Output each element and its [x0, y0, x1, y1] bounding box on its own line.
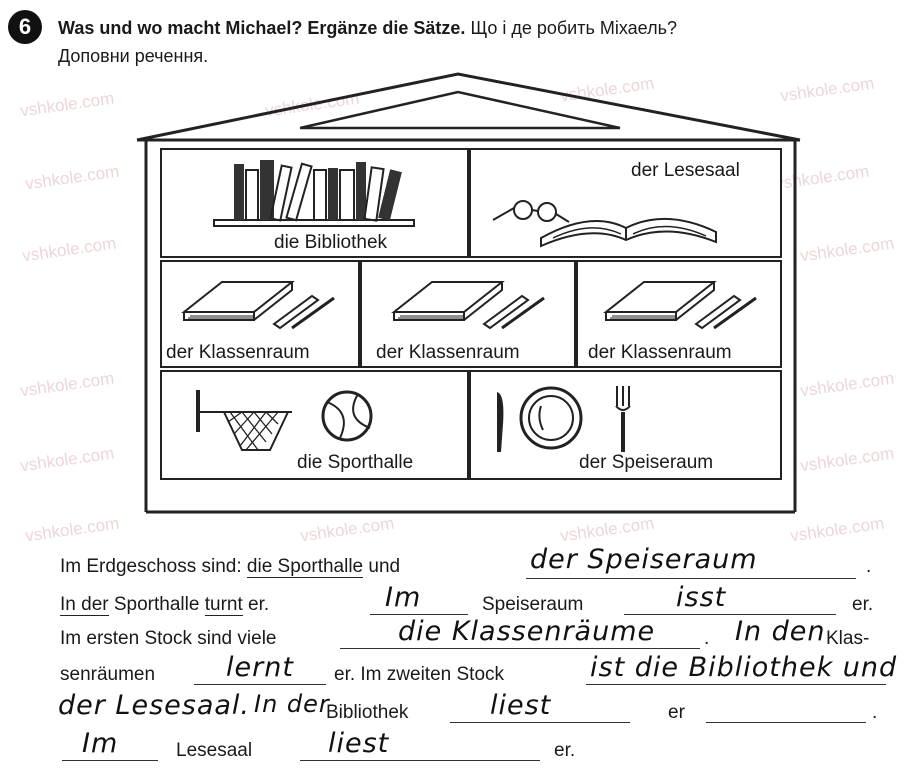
answer-blank-line	[62, 760, 158, 761]
title-ukrainian-line2: Доповни речення.	[58, 46, 209, 66]
room-label-sporthalle: die Sporthalle	[297, 452, 414, 473]
text-lesesaal: Lesesaal	[176, 740, 253, 761]
answer-in-der[interactable]: In der	[254, 690, 330, 718]
answer-blank-line	[300, 760, 540, 761]
text-er-2: er.	[852, 594, 874, 615]
room-klassenraum-1: der Klassenraum	[160, 260, 360, 368]
room-label-klassenraum-1: der Klassenraum	[166, 342, 310, 363]
title-ukrainian: Що і де робить Міхаель?	[470, 18, 677, 38]
room-label-klassenraum-2: der Klassenraum	[376, 342, 520, 363]
text-er: er.	[248, 594, 270, 615]
text-er-3: er	[668, 702, 685, 723]
answer-blank-line	[340, 648, 700, 649]
text-und: und	[368, 556, 401, 577]
answer-im-1[interactable]: Im	[385, 582, 422, 613]
basketball-hoop-ball-icon	[196, 390, 373, 451]
text-senraeumen: senräumen	[60, 664, 156, 685]
room-label-lesesaal: der Lesesaal	[631, 160, 740, 181]
text-speiseraum: Speiseraum	[482, 594, 584, 615]
text-ersten-stock: Im ersten Stock sind viele	[60, 628, 277, 649]
text-sporthalle-underlined: die Sporthalle	[246, 556, 364, 578]
answer-liest-2[interactable]: liest	[328, 728, 390, 759]
answer-blank-line	[194, 684, 326, 685]
sentence-line-2: In der Sporthalle turnt er.	[60, 594, 269, 616]
answer-blank-line	[526, 578, 856, 579]
answer-lesesaal[interactable]: der Lesesaal.	[58, 690, 251, 721]
text-dot: .	[704, 628, 710, 649]
text-turnt-underlined: turnt	[204, 594, 243, 616]
books-pen-icon	[181, 281, 335, 330]
answer-blank-line	[586, 684, 886, 685]
text-zweiten-stock: er. Im zweiten Stock	[334, 664, 505, 685]
sentence-line-1: Im Erdgeschoss sind: die Sporthalle und	[60, 556, 400, 578]
room-bibliothek: die Bibliothek	[160, 148, 469, 258]
plate-cutlery-icon	[497, 386, 631, 452]
room-sporthalle: die Sporthalle	[160, 370, 469, 480]
text-klas: Klas-	[826, 628, 870, 649]
answer-speiseraum[interactable]: der Speiseraum	[530, 544, 758, 575]
text-in-der-underlined: In der	[60, 594, 109, 616]
room-klassenraum-2: der Klassenraum	[360, 260, 576, 368]
text-period-2: .	[872, 702, 878, 723]
books-pen-icon	[391, 281, 545, 330]
answer-liest-1[interactable]: liest	[490, 690, 552, 721]
answer-blank-line	[706, 722, 866, 723]
answer-bibliothek-und[interactable]: ist die Bibliothek und	[590, 652, 898, 683]
answer-klassenraeume[interactable]: die Klassenräume	[398, 616, 656, 647]
answer-in-den[interactable]: In den	[735, 616, 826, 647]
answer-blank-line	[450, 722, 630, 723]
text-bibliothek: Bibliothek	[326, 702, 409, 723]
answer-im-2[interactable]: Im	[82, 728, 119, 759]
books-pen-icon	[603, 281, 757, 330]
text-sporthalle: Sporthalle	[113, 594, 200, 615]
answer-lernt[interactable]: lernt	[226, 652, 294, 683]
room-lesesaal: der Lesesaal	[469, 148, 782, 258]
title-german: Was und wo macht Michael? Ergänze die Sä…	[58, 18, 466, 38]
bookshelf-icon	[213, 160, 415, 227]
text-er-4: er.	[554, 740, 576, 761]
room-label-bibliothek: die Bibliothek	[274, 232, 388, 253]
exercise-number-badge: 6	[8, 10, 42, 44]
room-speiseraum: der Speiseraum	[469, 370, 782, 480]
text-erdgeschoss: Im Erdgeschoss sind:	[60, 556, 242, 577]
text-period: .	[866, 556, 872, 577]
room-label-speiseraum: der Speiseraum	[579, 452, 714, 473]
open-book-glasses-icon	[492, 200, 717, 248]
room-klassenraum-3: der Klassenraum	[576, 260, 782, 368]
answer-blank-line	[370, 614, 468, 615]
answer-blank-line	[624, 614, 836, 615]
room-label-klassenraum-3: der Klassenraum	[588, 342, 732, 363]
answer-isst[interactable]: isst	[676, 582, 727, 613]
exercise-title: Was und wo macht Michael? Ergänze die Sä…	[58, 14, 898, 70]
